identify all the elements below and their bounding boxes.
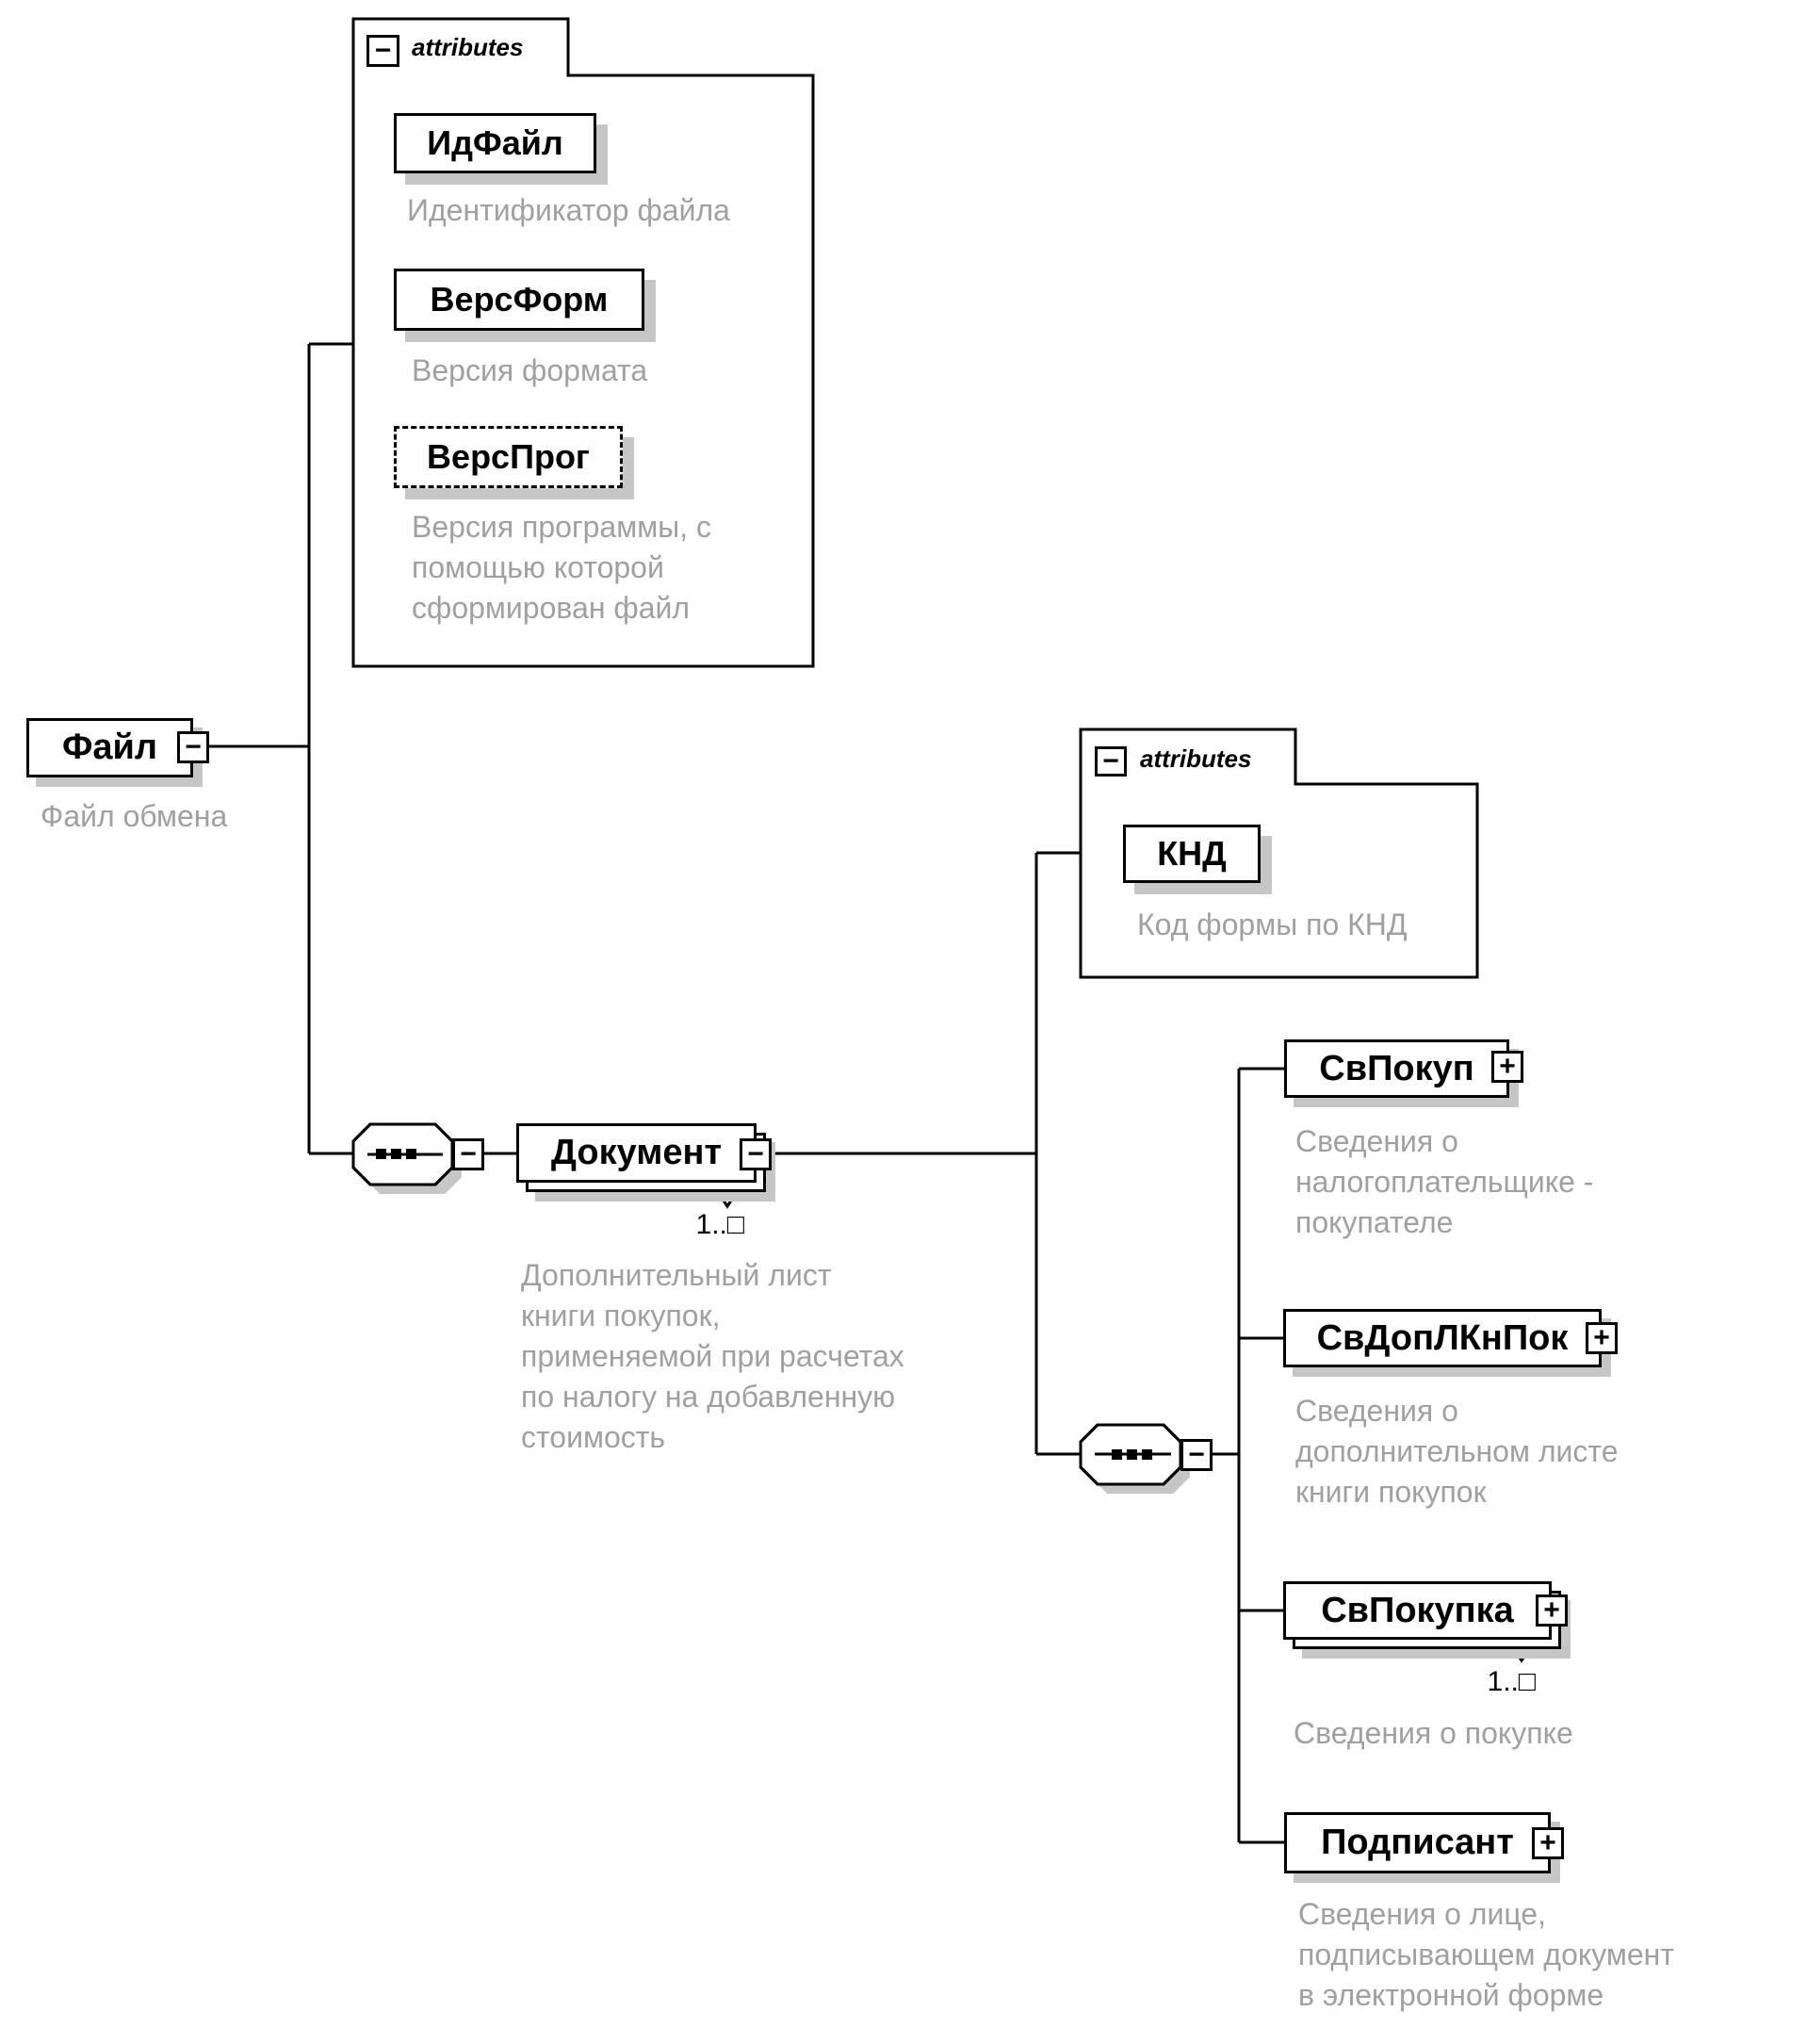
file-attributes-folder-outline xyxy=(351,17,815,668)
collapse-icon[interactable]: − xyxy=(452,1138,484,1170)
expand-icon[interactable]: + xyxy=(1532,1827,1564,1859)
element-svdoplknpok-annotation: Сведения о дополнительном листе книги по… xyxy=(1295,1394,1619,1509)
element-file-label: Файл xyxy=(61,728,158,767)
attribute-idfile[interactable]: ИдФайл xyxy=(394,113,596,173)
attribute-knd-label: КНД xyxy=(1157,834,1227,873)
attribute-knd[interactable]: КНД xyxy=(1123,825,1261,883)
attribute-idfile-annotation: Идентификатор файла xyxy=(407,193,730,227)
sequence-icon[interactable] xyxy=(1079,1423,1190,1494)
sequence-icon[interactable] xyxy=(351,1122,462,1194)
collapse-icon[interactable]: − xyxy=(1095,746,1127,777)
element-document-label: Документ xyxy=(550,1133,723,1172)
element-podpisant-annotation: Сведения о лице, подписывающем документ … xyxy=(1298,1897,1674,2012)
expand-icon[interactable]: + xyxy=(1491,1051,1523,1083)
attributes-header: attributes xyxy=(1140,744,1252,773)
occurrence-label: 1..□ xyxy=(1487,1666,1536,1697)
element-file[interactable]: Файл xyxy=(26,718,193,777)
attribute-idfile-label: ИдФайл xyxy=(427,123,563,162)
element-svpokup-annotation: Сведения о налогоплательщике - покупател… xyxy=(1295,1124,1594,1239)
document-attributes-folder-outline xyxy=(1079,728,1479,979)
attribute-versform-label: ВерсФорм xyxy=(430,280,609,319)
occurrence-label: 1..□ xyxy=(695,1209,744,1240)
element-podpisant-label: Подписант xyxy=(1321,1823,1514,1862)
element-svpokupka-annotation: Сведения о покупке xyxy=(1294,1716,1573,1750)
element-svpokup-label: СвПокуп xyxy=(1319,1048,1474,1088)
attribute-versprog-label: ВерсПрог xyxy=(427,437,590,476)
element-svdoplknpok-label: СвДопЛКнПок xyxy=(1316,1317,1569,1358)
element-svpokupka-label: СвПокупка xyxy=(1321,1590,1514,1630)
attribute-versprog-annotation: Версия программы, с помощью которой сфор… xyxy=(412,510,711,625)
collapse-icon[interactable]: − xyxy=(177,731,209,763)
expand-icon[interactable]: + xyxy=(1536,1594,1568,1627)
collapse-icon[interactable]: − xyxy=(1180,1439,1213,1471)
element-podpisant[interactable]: Подписант xyxy=(1284,1812,1551,1873)
element-document[interactable]: Документ xyxy=(516,1123,757,1183)
attribute-versform-annotation: Версия формата xyxy=(412,353,648,387)
element-file-annotation: Файл обмена xyxy=(41,799,228,833)
attribute-knd-annotation: Код формы по КНД xyxy=(1137,908,1408,941)
attribute-versform[interactable]: ВерсФорм xyxy=(394,269,644,331)
element-svpokupka[interactable]: СвПокупка xyxy=(1283,1581,1552,1640)
expand-icon[interactable]: + xyxy=(1586,1322,1618,1354)
element-svpokup[interactable]: СвПокуп xyxy=(1284,1039,1509,1098)
element-document-annotation: Дополнительный лист книги покупок, приме… xyxy=(521,1258,904,1454)
collapse-icon[interactable]: − xyxy=(366,35,399,67)
element-svdoplknpok[interactable]: СвДопЛКнПок xyxy=(1283,1309,1602,1367)
attribute-versprog[interactable]: ВерсПрог xyxy=(394,426,623,488)
connector-lines xyxy=(207,342,1284,1844)
collapse-icon[interactable]: − xyxy=(740,1138,772,1170)
attributes-header: attributes xyxy=(412,33,524,61)
